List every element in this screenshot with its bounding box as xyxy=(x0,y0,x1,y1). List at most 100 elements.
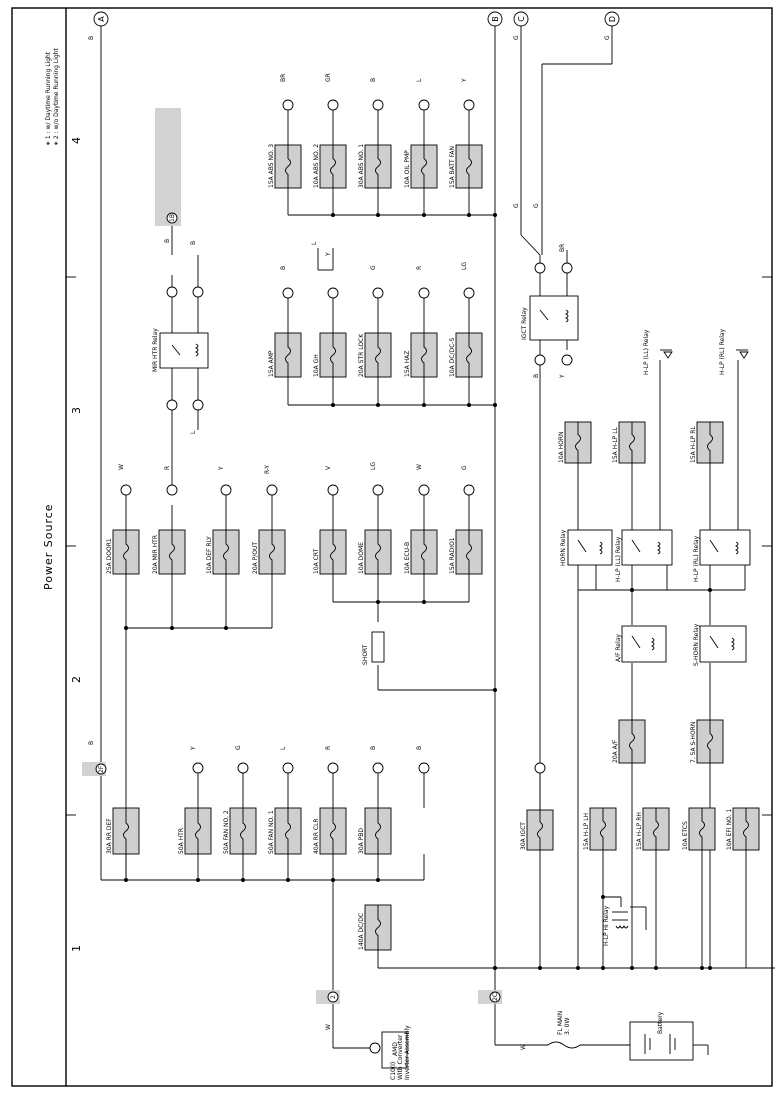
fuse-efi: 10A EFI NO. 1 xyxy=(726,807,760,851)
junction-connector-marker xyxy=(327,99,339,111)
wire-color-label: W xyxy=(520,1044,527,1050)
fuse-dome-label: 10A DOME xyxy=(358,542,365,574)
connector-b-top: B xyxy=(487,11,503,27)
connector-ids: 1B 2F 2 2C xyxy=(82,108,502,1004)
fuse-pbd-label: 30A PBD xyxy=(358,828,365,854)
wire-color-label: BR xyxy=(559,244,566,252)
wire-color-label: V xyxy=(325,465,332,470)
fuse-fan1: 50A FAN NO. 1 xyxy=(268,807,302,855)
fuse-hlpll: 15A H-LP LL xyxy=(612,421,646,464)
fuse-hlprl: 15A H-LP RL xyxy=(690,421,724,464)
fuse-hlprl-label: 15A H-LP RL xyxy=(690,426,697,463)
junction-connector-marker xyxy=(327,484,339,496)
wire-color-label: Y xyxy=(190,746,197,751)
fuse-horn: 10A HORN xyxy=(558,421,592,464)
battery: Battery xyxy=(629,1011,694,1061)
fuse-haz: 15A HAZ xyxy=(404,332,438,378)
junction-connector-marker xyxy=(192,286,204,298)
zone-number-1: 1 xyxy=(70,945,83,952)
hlp-hi-relay-label: H-LP Hi Relay xyxy=(603,905,610,946)
fuse-igct: 30A IGCT xyxy=(520,809,554,851)
wire-color-label: G xyxy=(604,35,611,40)
connector-a-label: A xyxy=(97,16,106,22)
fuse-af-label: 20A A/F xyxy=(612,739,619,763)
connector-c: C xyxy=(513,11,529,27)
fuse-dcdc: 140A DC/DC xyxy=(358,904,392,951)
junction-connector-marker xyxy=(237,762,249,774)
wire-color-label: W xyxy=(325,1024,332,1030)
wire-color-label: G xyxy=(461,465,468,470)
fuse-fan1-label: 50A FAN NO. 1 xyxy=(268,810,275,854)
page-title: Power Source xyxy=(42,503,55,590)
hlp-rl-relay: H-LP (RL) Relay xyxy=(693,529,751,582)
wire-color-label: R-Y xyxy=(264,465,271,474)
fuse-fan2-label: 50A FAN NO. 2 xyxy=(223,810,230,854)
fuse-htr-label: 50A HTR xyxy=(178,828,185,854)
hlp-rl-relay-label: H-LP (RL) Relay xyxy=(693,535,700,582)
short-pin: SHORT xyxy=(362,631,385,665)
af-relay: A/F Relay xyxy=(615,625,667,663)
hlp-hi-relay: H-LP Hi Relay xyxy=(603,905,629,946)
junction-connector-marker xyxy=(372,484,384,496)
fuse-hlprh: 15A H-LP RH xyxy=(636,807,670,851)
junction-connector-marker xyxy=(220,484,232,496)
hlp-ll-relay: H-LP (LL) Relay xyxy=(615,529,673,582)
junction-connector-marker xyxy=(372,99,384,111)
fuse-pbd: 30A PBD xyxy=(358,807,392,855)
fuse-rrclr: 40A RR CLR xyxy=(313,807,347,855)
fuse-rrdef-label: 30A RR DEF xyxy=(106,818,113,854)
amd-label: AMD xyxy=(392,1042,399,1056)
wire-color-label: B xyxy=(370,746,377,750)
mir-htr-relay-label: MIR HTR Relay xyxy=(152,328,159,372)
junction-connector-marker xyxy=(266,484,278,496)
fuse-radio-label: 15A RADIO1 xyxy=(449,537,456,574)
zone-number-4: 4 xyxy=(70,137,83,144)
wiring-lines xyxy=(100,26,775,1055)
fuse-abs3: 15A ABS NO. 3 xyxy=(268,144,302,189)
wire-color-label: G xyxy=(235,745,242,750)
fuse-fan2: 50A FAN NO. 2 xyxy=(223,807,257,855)
wire-color-label: R xyxy=(325,746,332,750)
hlp-ll-relay-label: H-LP (LL) Relay xyxy=(615,536,622,582)
fuse-hlplh-label: 15A H-LP LH xyxy=(583,813,590,850)
fuse-htr: 50A HTR xyxy=(178,807,212,855)
junction-connector-marker xyxy=(120,484,132,496)
fuse-ecub: 10A ECU-B xyxy=(404,529,438,575)
fuse-igct-label: 30A IGCT xyxy=(520,822,527,850)
wire-color-label: G xyxy=(533,203,540,208)
junction-connector-marker xyxy=(463,99,475,111)
fuse-haz-label: 15A HAZ xyxy=(404,351,411,377)
fuse-mirhtr20-label: 20A MIR HTR xyxy=(152,535,159,574)
c10-id: C10(I) xyxy=(390,1062,397,1080)
fuse-batt: 15A BATT FAN xyxy=(449,144,483,189)
hlp-rl-diode-label: H-LP (RL) Relay xyxy=(719,328,726,375)
fuse-abs2: 10A ABS NO. 2 xyxy=(313,144,347,189)
wire-color-label: B xyxy=(370,78,377,82)
amd-component: AMD C10(I) With Converter Inverter Assem… xyxy=(369,1025,411,1080)
hlp-ll-relay-diode: H-LP (LL) Relay xyxy=(643,329,673,375)
wire-color-label: Y xyxy=(461,78,468,83)
af-relay-label: A/F Relay xyxy=(615,634,622,662)
junction-connector-marker xyxy=(166,484,178,496)
fuse-etcs: 10A ETCS xyxy=(682,807,716,851)
fuse-amp-label: 15A AMP xyxy=(268,350,275,377)
fuse-defrly-label: 10A DEF RLY xyxy=(206,536,213,574)
wire-color-label: G xyxy=(370,265,377,270)
fuse-ecub-label: 10A ECU-B xyxy=(404,542,411,574)
horn-relay-label: HORN Relay xyxy=(560,529,567,566)
junction-connector-marker xyxy=(282,99,294,111)
junction-connector-marker xyxy=(561,354,573,366)
c10-desc-2: Inverter Assembly xyxy=(404,1025,411,1080)
fuse-dcdcs: 10A DC/DC-S xyxy=(449,332,483,378)
wire-color-label: GR xyxy=(325,73,332,82)
fuse-door-label: 25A DOOR1 xyxy=(106,538,113,574)
fuse-rrdef: 30A RR DEF xyxy=(106,807,140,855)
note-daytime-running-light: ∗ 1 : w/ Daytime Running Light xyxy=(45,51,52,146)
connector-d-label: D xyxy=(608,16,617,22)
fuse-dcdcs-label: 10A DC/DC-S xyxy=(449,338,456,377)
junction-connector-marker xyxy=(166,399,178,411)
wire-color-label: LG xyxy=(370,462,377,470)
